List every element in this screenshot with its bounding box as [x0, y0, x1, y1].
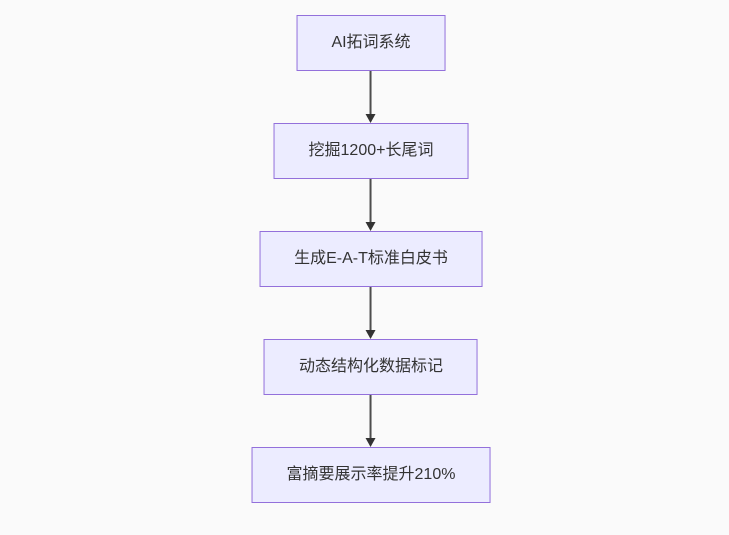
flowchart-canvas: AI拓词系统 挖掘1200+长尾词 生成E-A-T标准白皮书 动态结构化数据标记… — [251, 15, 491, 503]
arrowhead-down-icon — [366, 438, 376, 447]
flow-node-structured-data-markup: 动态结构化数据标记 — [263, 339, 478, 395]
flow-node-label: 生成E-A-T标准白皮书 — [294, 250, 448, 267]
flow-node-ai-keyword-system: AI拓词系统 — [296, 15, 446, 71]
edge-arrow-d-e — [366, 395, 376, 447]
arrowhead-down-icon — [366, 114, 376, 123]
edge-arrow-a-b — [366, 71, 376, 123]
flow-node-label: 动态结构化数据标记 — [298, 358, 443, 375]
flow-node-label: 富摘要展示率提升210% — [286, 466, 456, 483]
edge-line — [370, 287, 372, 330]
flow-node-rich-snippet-result: 富摘要展示率提升210% — [251, 447, 491, 503]
edge-arrow-b-c — [366, 179, 376, 231]
flow-node-eat-whitepaper: 生成E-A-T标准白皮书 — [259, 231, 483, 287]
arrowhead-down-icon — [366, 222, 376, 231]
edge-arrow-c-d — [366, 287, 376, 339]
flow-node-label: AI拓词系统 — [331, 34, 411, 51]
edge-line — [370, 179, 372, 222]
flow-node-label: 挖掘1200+长尾词 — [308, 142, 434, 159]
arrowhead-down-icon — [366, 330, 376, 339]
flow-node-longtail-mining: 挖掘1200+长尾词 — [273, 123, 469, 179]
edge-line — [370, 395, 372, 438]
edge-line — [370, 71, 372, 114]
